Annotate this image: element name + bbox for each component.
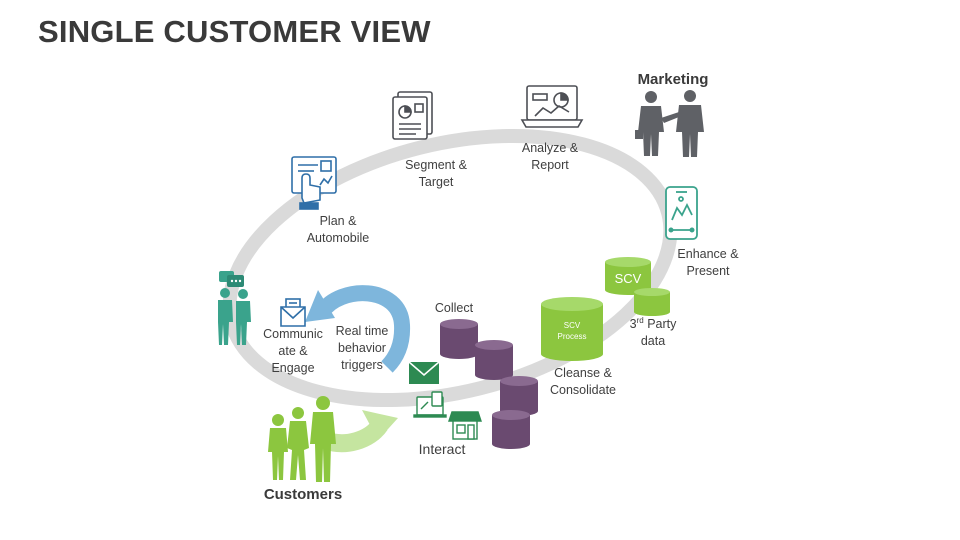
scv-process-label-1: SCV xyxy=(564,321,581,330)
scv-label: SCV xyxy=(615,271,642,286)
third-party-cylinder xyxy=(634,288,670,316)
communicate-label-2: ate & xyxy=(278,344,308,358)
realtime-arrow xyxy=(305,285,411,373)
enhance-label-2: Present xyxy=(686,264,730,278)
analyze-label-1: Analyze & xyxy=(522,141,579,155)
cleanse-label-2: Consolidate xyxy=(550,383,616,397)
cleanse-label-1: Cleanse & xyxy=(554,366,612,380)
third-party-lead: 3 xyxy=(630,317,637,331)
analyze-report-icon xyxy=(520,85,584,128)
segment-target-icon xyxy=(392,91,433,140)
marketing-people-icon xyxy=(635,90,704,157)
page-title: SINGLE CUSTOMER VIEW xyxy=(38,14,431,49)
plan-automobile-icon xyxy=(291,156,337,210)
store-icon xyxy=(448,411,482,440)
segment-label-1: Segment & xyxy=(405,158,468,172)
scv-process-label-2: Process xyxy=(558,332,587,341)
mail-icon xyxy=(280,298,306,327)
customers-people-icon xyxy=(268,396,336,482)
realtime-label-1: Real time xyxy=(336,324,389,338)
collect-label: Collect xyxy=(435,301,474,315)
realtime-label-3: triggers xyxy=(341,358,383,372)
devices-icon xyxy=(413,391,447,418)
database-cylinder xyxy=(492,410,530,449)
plan-label-2: Automobile xyxy=(307,231,370,245)
communicate-people-icon xyxy=(218,271,251,345)
segment-label-2: Target xyxy=(419,175,454,189)
realtime-label-2: behavior xyxy=(338,341,386,355)
database-cylinder xyxy=(475,340,513,380)
third-party-label-2: data xyxy=(641,334,665,348)
database-cylinder xyxy=(500,376,538,416)
email-icon xyxy=(408,361,440,384)
communicate-label-3: Engage xyxy=(271,361,314,375)
analyze-label-2: Report xyxy=(531,158,569,172)
marketing-label: Marketing xyxy=(638,71,709,88)
interact-arrow xyxy=(321,410,398,453)
customers-label: Customers xyxy=(264,486,342,503)
third-party-word: Party xyxy=(647,317,677,331)
enhance-present-icon xyxy=(665,186,698,240)
plan-label-1: Plan & xyxy=(320,214,357,228)
interact-label: Interact xyxy=(419,441,466,457)
enhance-label-1: Enhance & xyxy=(677,247,739,261)
communicate-label-1: Communic xyxy=(263,327,323,341)
third-party-label-1: 3rd Party xyxy=(630,316,677,331)
database-cylinder xyxy=(440,319,478,359)
scv-process-cylinder: SCV Process xyxy=(541,297,603,361)
third-party-sup: rd xyxy=(637,316,644,325)
